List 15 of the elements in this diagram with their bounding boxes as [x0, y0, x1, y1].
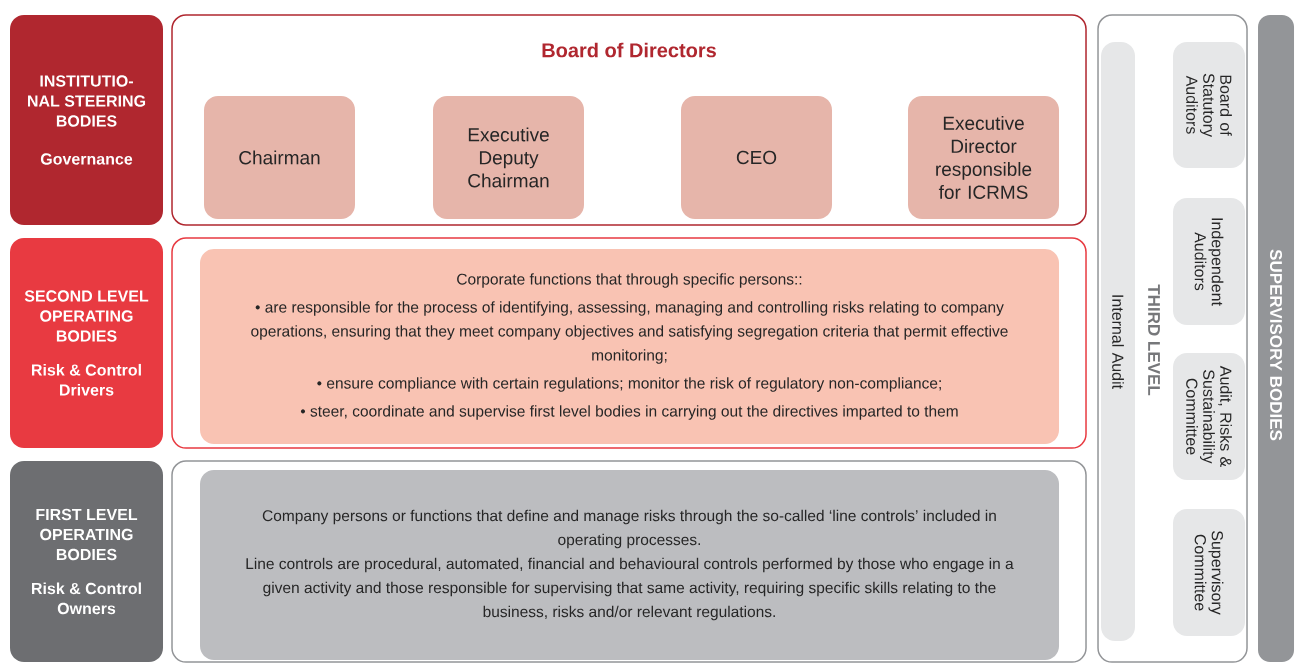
level-box: FIRST LEVEL OPERATING BODIES Risk & Control Owners [10, 461, 163, 662]
description-box: Corporate functions that through specific persons:: • are responsible for the process of identifying, assessing, managing and controlling risks relating to company operations, ensuring that they meet company objectives and satisfying segregation criteria that permit effective monitoring; • ensure compliance with certain regulations; monitor the risk of regulatory non-compliance; • steer, coordinate and supervise first level bodies in carrying out the directives imparted to them [200, 249, 1059, 444]
role-box: Chairman [204, 96, 355, 219]
role-box: Executive Deputy Chairman [433, 96, 584, 219]
auditor-box: Supervisory Committee [1173, 509, 1245, 636]
description-box: Company persons or functions that define and manage risks through the so-called ‘line controls’ included in operating processes. Line controls are procedural, automated, financial and behavioural controls performed by those who engage in a given activity and those responsible for supervising that same activity, requiring specific skills relating to the business, risks and/or relevant regulations. [200, 470, 1059, 660]
role-box: Executive Director responsible for ICRMS [908, 96, 1059, 219]
auditor-box: Audit, Risks & Sustainability Committee [1173, 353, 1245, 480]
internal-audit-bar: Internal Audit [1101, 42, 1135, 641]
auditor-box: Board of Statutory Auditors [1173, 42, 1245, 168]
level-box: SECOND LEVEL OPERATING BODIES Risk & Control Drivers [10, 238, 163, 448]
level-box: INSTITUTIO- NAL STEERING BODIES Governance [10, 15, 163, 225]
role-box: CEO [681, 96, 832, 219]
auditor-box: Independent Auditors [1173, 198, 1245, 325]
supervisory-bar: SUPERVISORY BODIES [1258, 15, 1294, 662]
